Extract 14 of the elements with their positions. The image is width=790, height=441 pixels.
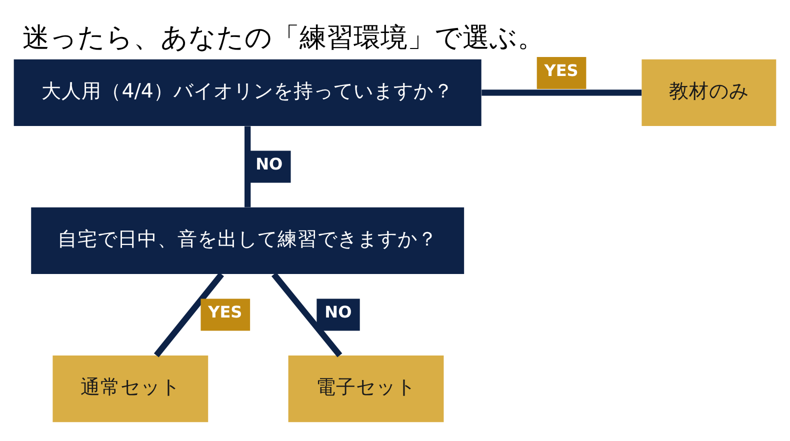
node-box: 大人用（4/4）バイオリンを持っていますか？ [14, 58, 482, 126]
connector [482, 89, 642, 96]
edge-label: YES [544, 60, 578, 80]
edge-label: NO [256, 154, 283, 174]
connector [271, 272, 342, 357]
node-box: 電子セット [288, 354, 444, 422]
edge-label: NO [324, 302, 352, 322]
connector [154, 272, 224, 357]
node-box: 自宅で日中、音を出して練習できますか？ [31, 206, 464, 274]
edge-label: YES [208, 302, 242, 322]
node-box: 教材のみ [642, 58, 776, 126]
diagram-title: 迷ったら、あなたの「練習環境」で選ぶ。 [22, 22, 544, 54]
connector [244, 126, 251, 207]
node-box: 通常セット [52, 354, 208, 422]
